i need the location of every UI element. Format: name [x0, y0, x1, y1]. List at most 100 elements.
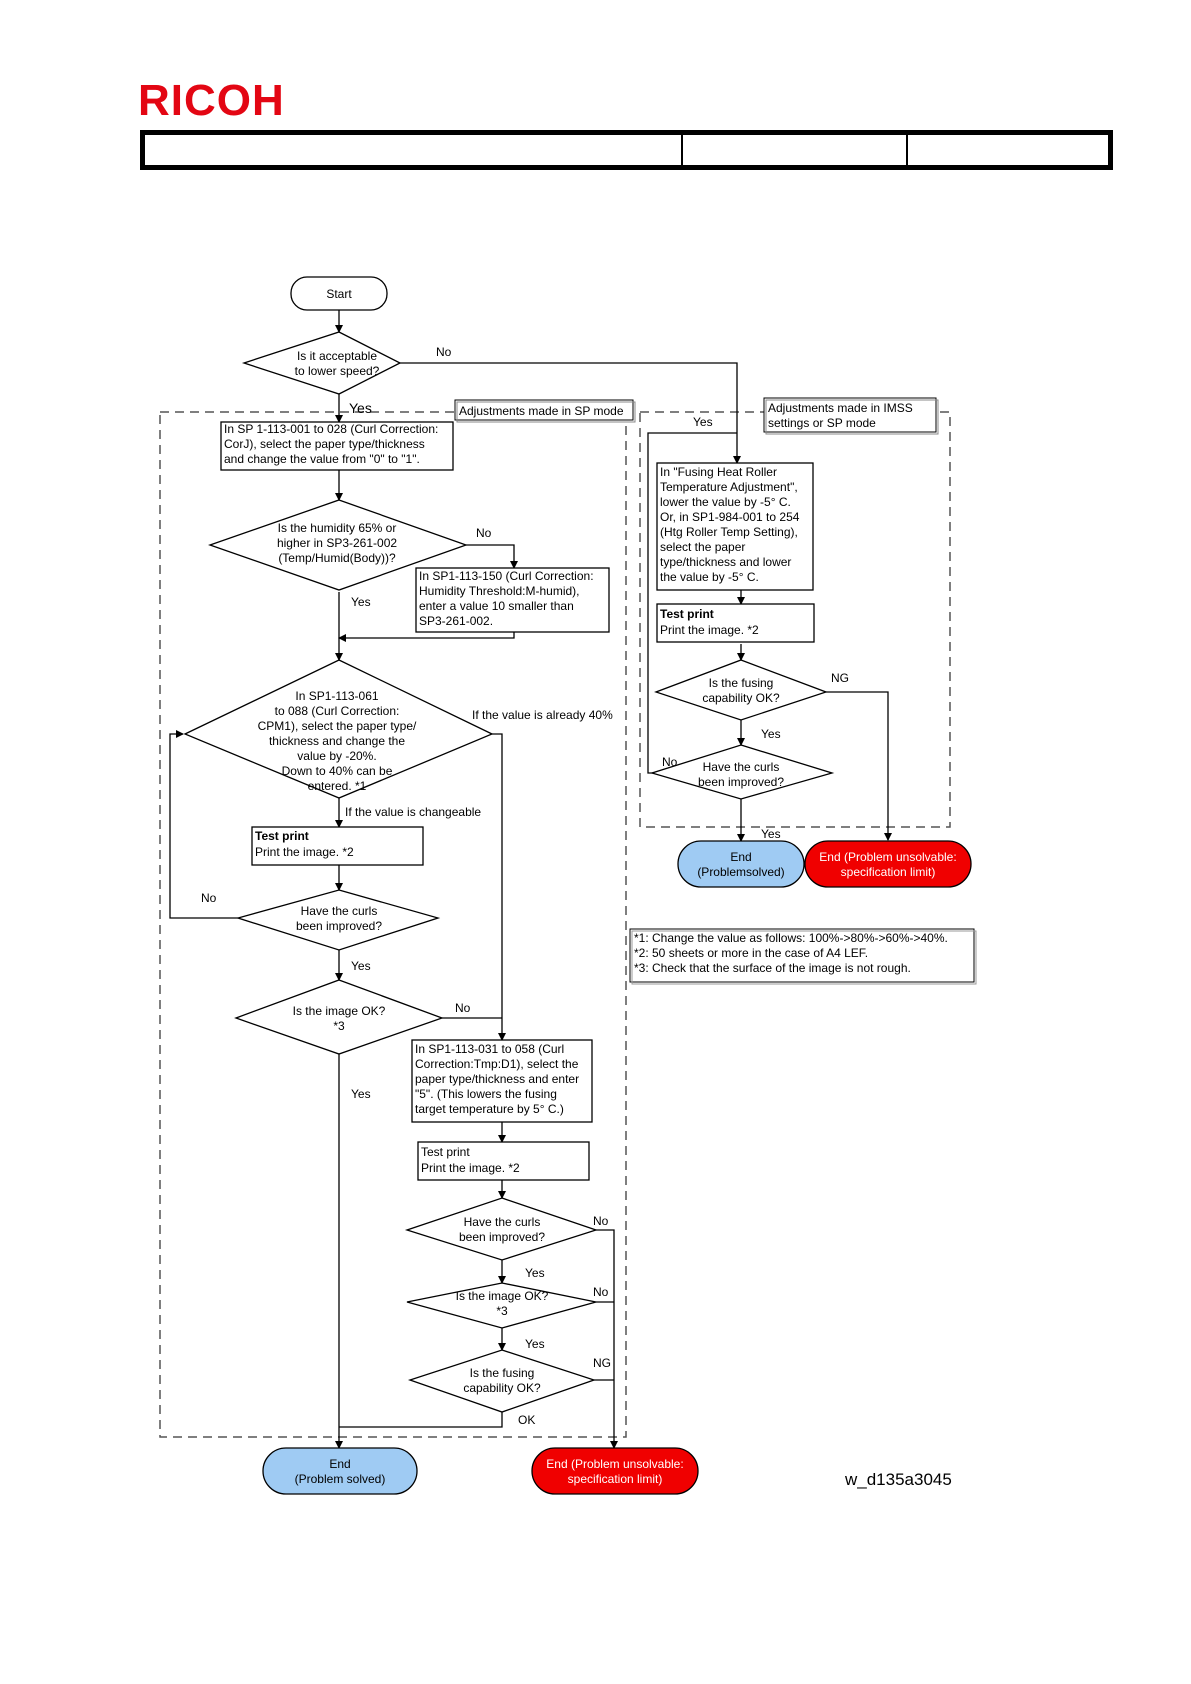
end-solved-right-line1: End: [730, 850, 751, 864]
fusing-r-line1: Is the fusing: [709, 676, 774, 690]
note-2: *2: 50 sheets or more in the case of A4 …: [634, 946, 868, 960]
humidity-decision: [208, 499, 468, 591]
curls-r-line2: been improved?: [698, 775, 784, 789]
corj-line3: and change the value from "0" to "1".: [224, 452, 420, 466]
end-unsolvable-right-line2: specification limit): [841, 865, 936, 879]
cpm1-line7: entered. *1: [308, 779, 367, 793]
label-no-curls-1: No: [201, 891, 217, 905]
speed-q-line1: Is it acceptable: [297, 349, 377, 363]
tmp-line5: target temperature by 5° C.): [415, 1102, 564, 1116]
test-print-right-title: Test print: [660, 607, 714, 621]
heat-line7: type/thickness and lower: [660, 555, 791, 569]
end-unsolvable-right: [804, 840, 972, 888]
test-print-2-title: Test print: [421, 1145, 470, 1159]
humidity-threshold-process: [415, 567, 610, 633]
label-yes-speed: Yes: [349, 400, 372, 416]
edges: [169, 310, 892, 1449]
label-ng-fusing-left: NG: [593, 1356, 611, 1370]
label-no-image-1: No: [455, 1001, 471, 1015]
end-unsolvable-left-line2: specification limit): [568, 1472, 663, 1486]
label-no-curls-2: No: [593, 1214, 609, 1228]
heat-line2: Temperature Adjustment",: [660, 480, 798, 494]
end-solved-right-line2: (Problemsolved): [697, 865, 784, 879]
label-yes-image-1: Yes: [351, 1087, 371, 1101]
humid-box-line1: In SP1-113-150 (Curl Correction:: [419, 569, 594, 583]
humidity-q-line1: Is the humidity 65% or: [278, 521, 397, 535]
corj-line1: In SP 1-113-001 to 028 (Curl Correction:: [224, 422, 438, 436]
figure-id: w_d135a3045: [845, 1470, 952, 1489]
corj-line2: CorJ), select the paper type/thickness: [224, 437, 425, 451]
cpm1-line4: thickness and change the: [269, 734, 405, 748]
tmp-d1-process: [411, 1039, 593, 1123]
test-print-2-body: Print the image. *2: [421, 1161, 520, 1175]
header-cell-title: [145, 135, 683, 165]
label-already-40: If the value is already 40%: [472, 708, 613, 722]
label-yes-curls-right: Yes: [761, 827, 781, 841]
end-unsolvable-left-line1: End (Problem unsolvable:: [546, 1457, 683, 1471]
humid-box-line3: enter a value 10 smaller than: [419, 599, 574, 613]
ricoh-logo: RICOH: [138, 76, 285, 125]
label-yes-curls-2: Yes: [525, 1266, 545, 1280]
label-ng-fusing-right: NG: [831, 671, 849, 685]
end-solved-left-line1: End: [329, 1457, 350, 1471]
tmp-line3: paper type/thickness and enter: [415, 1072, 579, 1086]
heat-line8: the value by -5° C.: [660, 570, 759, 584]
label-yes-image-2: Yes: [525, 1337, 545, 1351]
label-yes-curls-1: Yes: [351, 959, 371, 973]
note-3: *3: Check that the surface of the image …: [634, 961, 911, 975]
humid-box-line2: Humidity Threshold:M-humid),: [419, 584, 580, 598]
label-no-curls-right: No: [662, 755, 678, 769]
start-terminal: [290, 276, 388, 311]
corj-process: [220, 421, 454, 471]
header-cell-section: [683, 135, 908, 165]
header-table: [140, 130, 1113, 170]
test-print-right: [656, 603, 815, 643]
sp-mode-region: [159, 411, 627, 1438]
speed-decision: [241, 331, 402, 395]
image-1-line1: Is the image OK?: [293, 1004, 386, 1018]
tmp-line1: In SP1-113-031 to 058 (Curl: [415, 1042, 564, 1056]
heat-line3: lower the value by -5° C.: [660, 495, 791, 509]
fusing-decision-left: [407, 1349, 597, 1413]
curls-decision-2: [404, 1197, 599, 1261]
label-no-humidity: No: [476, 526, 492, 540]
humidity-q-line3: (Temp/Humid(Body))?: [278, 551, 396, 565]
image-decision-1: [234, 979, 444, 1055]
cpm1-decision: [183, 659, 494, 799]
heat-roller-process: [656, 462, 814, 591]
end-solved-right: [677, 840, 805, 888]
end-solved-left-line2: (Problem solved): [295, 1472, 386, 1486]
curls-1-line1: Have the curls: [301, 904, 378, 918]
label-no-speed: No: [436, 345, 452, 359]
imss-label-line1: Adjustments made in IMSS: [768, 401, 913, 415]
end-unsolvable-right-line1: End (Problem unsolvable:: [819, 850, 956, 864]
label-yes-right-top: Yes: [693, 415, 713, 429]
imss-label-line2: settings or SP mode: [768, 416, 876, 430]
curls-2-line1: Have the curls: [464, 1215, 541, 1229]
label-no-image-2: No: [593, 1285, 609, 1299]
heat-line6: select the paper: [660, 540, 745, 554]
image-2-line2: *3: [496, 1304, 508, 1318]
end-solved-left: [262, 1447, 418, 1495]
fusing-decision-right: [654, 659, 828, 721]
tmp-line2: Correction:Tmp:D1), select the: [415, 1057, 579, 1071]
image-1-line2: *3: [333, 1019, 345, 1033]
cpm1-line3: CPM1), select the paper type/: [258, 719, 417, 733]
fusing-2-line1: Is the fusing: [470, 1366, 535, 1380]
image-decision-2: [406, 1282, 597, 1329]
cpm1-line2: to 088 (Curl Correction:: [275, 704, 400, 718]
curls-decision-1: [235, 889, 441, 951]
curls-r-line1: Have the curls: [703, 760, 780, 774]
tmp-line4: "5". (This lowers the fusing: [415, 1087, 557, 1101]
speed-q-line2: to lower speed?: [295, 364, 380, 378]
heat-line5: (Htg Roller Temp Setting),: [660, 525, 798, 539]
label-yes-humidity: Yes: [351, 595, 371, 609]
fusing-2-line2: capability OK?: [463, 1381, 541, 1395]
label-yes-fusing-right: Yes: [761, 727, 781, 741]
label-ok-fusing-left: OK: [518, 1413, 535, 1427]
curls-decision-right: [649, 744, 835, 800]
test-print-1-title: Test print: [255, 829, 309, 843]
humidity-q-line2: higher in SP3-261-002: [277, 536, 397, 550]
test-print-1-body: Print the image. *2: [255, 845, 354, 859]
